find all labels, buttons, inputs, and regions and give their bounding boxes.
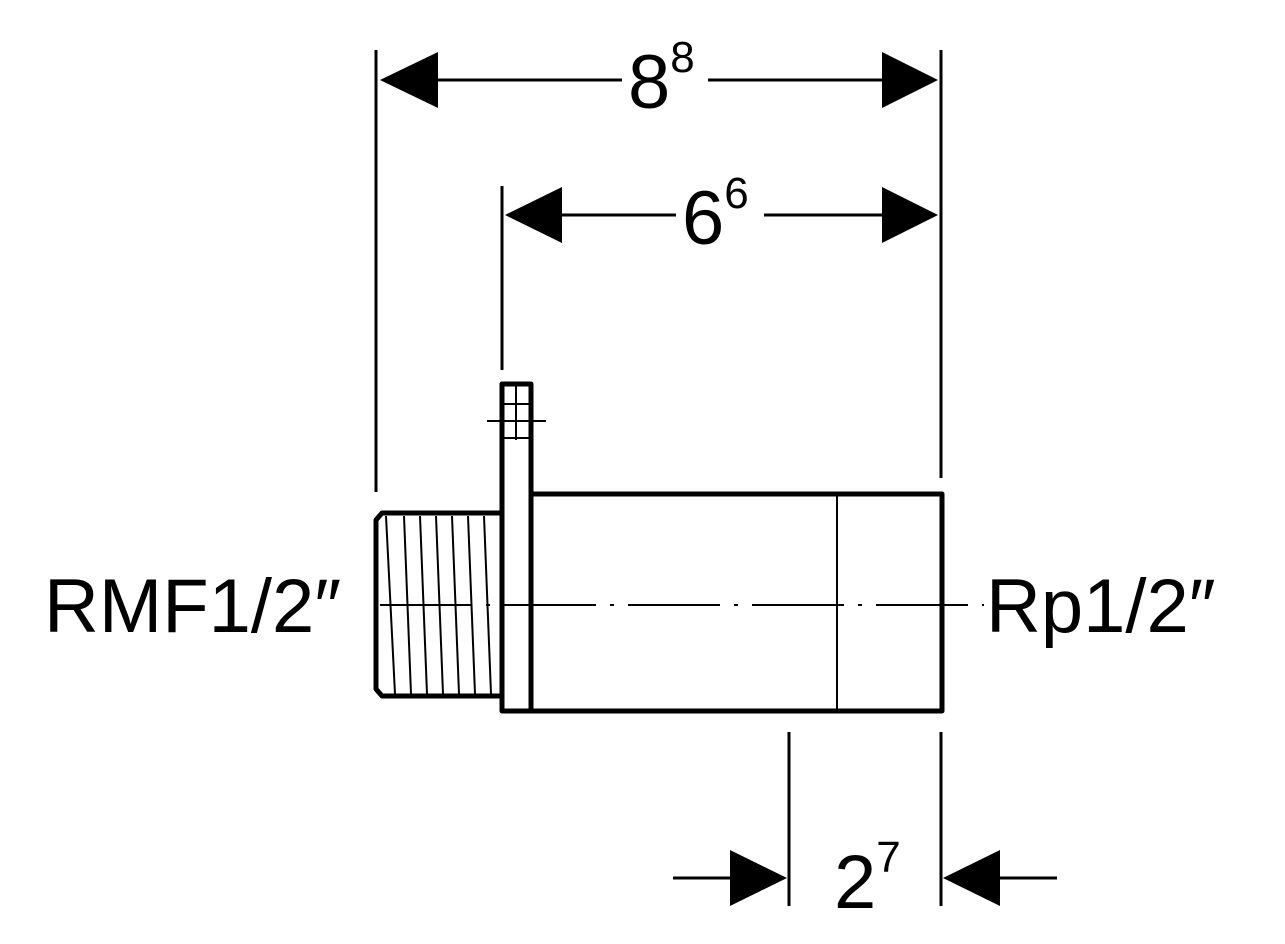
arrowhead-left-body [505,187,562,243]
body-length-dimension: 66 [500,169,938,370]
socket-depth-dimension: 27 [673,732,1057,925]
body-length-value: 6 [682,176,724,261]
body-length-superscript: 6 [724,169,748,218]
arrowhead-socket-left [730,850,787,906]
main-body [528,491,945,714]
arrowhead-left-overall [380,52,438,108]
arrowhead-right-overall [882,52,938,108]
right-thread-label: Rp1/2″ [986,564,1216,649]
socket-depth-superscript: 7 [876,833,900,882]
arrowhead-socket-right [943,850,1000,906]
left-thread-label: RMF1/2″ [44,564,341,649]
overall-length-label: 88 [628,33,695,125]
socket-depth-value: 2 [834,840,876,925]
overall-length-dimension: 88 [374,33,943,492]
overall-length-value: 8 [628,40,670,125]
arrowhead-right-body [882,187,938,243]
body-length-label: 66 [682,169,749,261]
fitting-part [373,381,984,714]
socket-depth-label: 27 [834,833,901,925]
overall-length-superscript: 8 [670,33,694,82]
